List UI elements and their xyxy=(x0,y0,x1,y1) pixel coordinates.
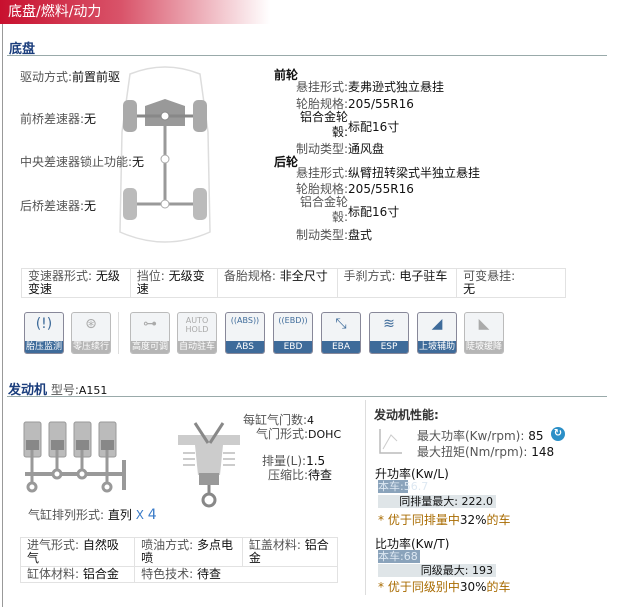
cylinder-layout: 气缸排列形式: 直列 X 4 xyxy=(28,507,157,523)
feature-label: 零压续行 xyxy=(72,341,110,353)
displacement: 排量(L):1.5 xyxy=(262,454,326,468)
front-differential: 前桥差速器:无 xyxy=(20,112,97,126)
feature-glyph-icon: AUTO HOLD xyxy=(185,316,209,334)
valve-type: 气门形式:DOHC xyxy=(256,427,342,441)
specific-power-bars: 同排量最大: 222.0 本车:56.7 xyxy=(378,480,496,512)
front-suspension: 悬挂形式:麦弗逊式独立悬挂 xyxy=(296,80,445,94)
feature-label: EBD xyxy=(274,341,312,353)
feature-label: 陡坡缓降 xyxy=(465,341,503,353)
feature-icon-9[interactable]: ◣ 陡坡缓降 xyxy=(464,312,504,354)
feature-glyph-icon: ⊛ xyxy=(85,316,97,332)
feature-label: 上坡辅助 xyxy=(418,341,456,353)
power-weight-car: 本车:68 xyxy=(378,550,420,563)
perf-title: 发动机性能: xyxy=(374,408,439,422)
chassis-title: 底盘 xyxy=(9,42,36,57)
refresh-icon[interactable]: ↻ xyxy=(551,427,565,441)
feature-icon-8[interactable]: ◢ 上坡辅助 xyxy=(417,312,457,354)
feature-label: ESP xyxy=(370,341,408,353)
feature-icon-7[interactable]: ≋ ESP xyxy=(369,312,409,354)
feature-icon-3[interactable]: AUTO HOLD 自动驻车 xyxy=(177,312,217,354)
feature-icon-1[interactable]: ⊛ 零压续行 xyxy=(71,312,111,354)
rear-suspension: 悬挂形式:纵臂扭转梁式半独立悬挂 xyxy=(296,166,481,180)
section-header: 底盘/燃料/动力 xyxy=(0,0,270,24)
max-torque: 最大扭矩(Nm/rpm): 148 xyxy=(417,445,555,459)
feature-label: 胎压监测 xyxy=(25,341,63,353)
cylinder-diagram xyxy=(23,421,126,493)
engine-heading: 发动机 型号:A151 xyxy=(8,383,108,398)
chassis-table: 变速器形式: 无级变速 挡位: 无级变速 备胎规格: 非全尺寸 手刹方式: 电子… xyxy=(21,268,566,298)
drive-type: 驱动方式:前置前驱 xyxy=(20,70,121,84)
power-weight-note: * 优于同级别中30%的车 xyxy=(378,580,511,594)
rear-tire: 轮胎规格:205/55R16 xyxy=(296,182,414,196)
perf-border xyxy=(365,400,366,595)
chart-icon xyxy=(379,429,402,454)
feature-glyph-icon: ((EBD)) xyxy=(278,316,308,325)
feature-icon-4[interactable]: ((ABS)) ABS xyxy=(225,312,265,354)
specific-power-max: 同排量最大: 222.0 xyxy=(378,495,496,508)
feature-glyph-icon: ⊶ xyxy=(143,316,157,332)
rear-rim-value: 标配16寸 xyxy=(348,205,400,219)
front-brake: 制动类型:通风盘 xyxy=(296,142,385,156)
divider xyxy=(7,55,607,56)
engine-cross-section xyxy=(178,422,240,508)
feature-glyph-icon: ◣ xyxy=(478,316,490,332)
feature-icon-2[interactable]: ⊶ 高度可调 xyxy=(130,312,170,354)
front-rim-label: 铝合金轮毂: xyxy=(300,110,349,139)
left-border xyxy=(2,24,3,607)
rear-differential: 后桥差速器:无 xyxy=(20,199,97,213)
feature-label: ABS xyxy=(226,341,264,353)
feature-label: 自动驻车 xyxy=(178,341,216,353)
specific-power-title: 升功率(Kw/L) xyxy=(375,467,449,481)
feature-glyph-icon: ≋ xyxy=(383,316,395,332)
icon-divider xyxy=(118,312,119,354)
feature-glyph-icon: (!) xyxy=(35,316,53,332)
rear-rim-label: 铝合金轮毂: xyxy=(300,195,349,224)
feature-label: 高度可调 xyxy=(131,341,169,353)
feature-icon-5[interactable]: ((EBD)) EBD xyxy=(273,312,313,354)
valves-per-cylinder: 每缸气门数:4 xyxy=(243,413,315,427)
feature-icon-0[interactable]: (!) 胎压监测 xyxy=(24,312,64,354)
rear-wheel-title: 后轮 xyxy=(274,155,299,169)
specific-power-note: * 优于同排量中32%的车 xyxy=(378,513,511,527)
compression-ratio: 压缩比:待查 xyxy=(268,468,333,482)
power-weight-bars: 同级最大: 193 本车:68 xyxy=(378,550,496,582)
chassis-diagram xyxy=(119,66,211,243)
max-power: 最大功率(Kw/rpm): 85 xyxy=(417,429,544,443)
front-tire: 轮胎规格:205/55R16 xyxy=(296,97,414,111)
engine-table: 进气形式: 自然吸气 喷油方式: 多点电喷 缸盖材料: 铝合金 缸体材料: 铝合… xyxy=(19,537,339,583)
center-differential: 中央差速器锁止功能:无 xyxy=(20,155,145,169)
specific-power-car: 本车:56.7 xyxy=(378,480,429,493)
feature-glyph-icon: ((ABS)) xyxy=(230,316,260,325)
front-rim-value: 标配16寸 xyxy=(348,120,400,134)
power-weight-max: 同级最大: 193 xyxy=(378,564,496,577)
power-weight-title: 比功率(Kw/T) xyxy=(375,537,450,551)
rear-brake: 制动类型:盘式 xyxy=(296,228,373,242)
front-wheel-title: 前轮 xyxy=(274,68,299,82)
divider xyxy=(7,396,607,397)
feature-icon-6[interactable]: ⤡ EBA xyxy=(321,312,361,354)
feature-glyph-icon: ◢ xyxy=(431,316,443,332)
feature-glyph-icon: ⤡ xyxy=(335,316,347,332)
feature-label: EBA xyxy=(322,341,360,353)
